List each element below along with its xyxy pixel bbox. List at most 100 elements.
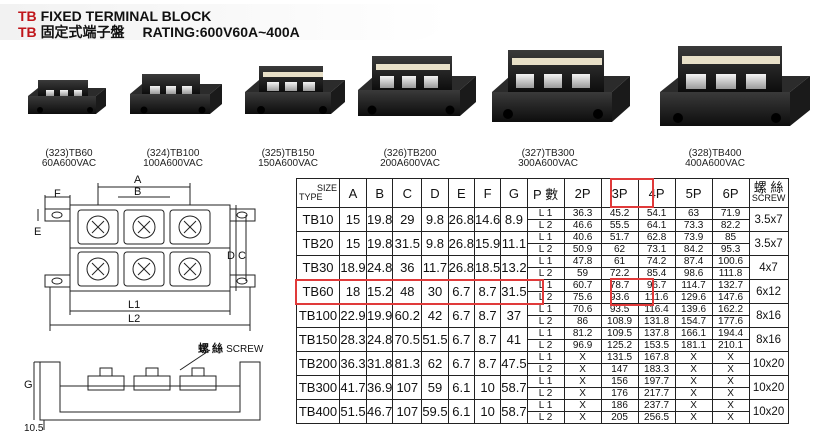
l1-value: X	[711, 351, 750, 364]
dim-cell: 24.8	[365, 327, 394, 352]
l2-value: 147	[600, 363, 639, 376]
l2-value: 147.6	[711, 291, 750, 304]
screw-cell: 8x16	[748, 303, 789, 328]
dim-cell: 58.7	[500, 399, 528, 424]
dim-cell: 46.7	[365, 399, 394, 424]
pole-col-6p: 6P	[711, 178, 750, 208]
model-cell: TB200	[296, 351, 340, 376]
l1-value: 70.6	[563, 303, 602, 316]
header-code: TB	[18, 8, 37, 24]
dim-cell: 59.5	[421, 399, 449, 424]
dim-cell: 51.5	[339, 399, 367, 424]
l1-value: 167.8	[637, 351, 676, 364]
side-view-drawing	[33, 349, 261, 430]
dim-cell: 58.7	[500, 375, 528, 400]
dim-cell: 31.5	[392, 231, 423, 256]
dim-cell: 8.7	[473, 351, 502, 376]
dim-cell: 6.7	[447, 303, 475, 328]
l1-value: X	[563, 399, 602, 412]
header-line-2: TB 固定式端子盤 RATING:600V60A~400A	[18, 24, 300, 40]
l1-value: 132.7	[711, 279, 750, 292]
l1-value: X	[711, 399, 750, 412]
l1-value: 45.2	[600, 207, 639, 220]
dim-cell: 107	[392, 399, 423, 424]
l2-label: L 2	[526, 267, 565, 280]
l2-value: 154.7	[674, 315, 713, 328]
dim-cell: 36.3	[339, 351, 367, 376]
dim-cell: 36	[392, 255, 423, 280]
l1-value: 194.4	[711, 327, 750, 340]
l1-value: 100.6	[711, 255, 750, 268]
top-view-drawing	[37, 183, 256, 331]
l2-value: 73.3	[674, 219, 713, 232]
header-rating: RATING:600V60A~400A	[142, 24, 300, 40]
dim-cell: 36.9	[365, 375, 394, 400]
highlight-tb60-row	[295, 279, 544, 305]
product-caption-5: (327)TB300 300A600VAC	[493, 149, 603, 169]
screw-header-en: SCREW	[751, 193, 786, 203]
dim-cell: 48	[392, 279, 423, 304]
dim-cell: 42	[421, 303, 449, 328]
l1-label: L 1	[526, 207, 565, 220]
dim-label-l2: L2	[128, 313, 141, 325]
dim-cell: 60.2	[392, 303, 423, 328]
dim-cell: 62	[421, 351, 449, 376]
l2-value: 86	[563, 315, 602, 328]
l1-value: 73.9	[674, 231, 713, 244]
product-rating: 100A600VAC	[143, 158, 203, 169]
l2-value: 95.3	[711, 243, 750, 256]
l1-value: 109.5	[600, 327, 639, 340]
l1-label: L 1	[526, 399, 565, 412]
model-cell: TB20	[296, 231, 340, 256]
dim-cell: 47.5	[500, 351, 528, 376]
product-photo-tb200	[358, 56, 476, 116]
l1-value: 54.1	[637, 207, 676, 220]
l2-label: L 2	[526, 243, 565, 256]
model-cell: TB400	[296, 399, 340, 424]
dim-cell: 29	[392, 207, 423, 232]
model-cell: TB60	[296, 279, 340, 304]
page-header: TB FIXED TERMINAL BLOCK TB 固定式端子盤 RATING…	[18, 8, 300, 40]
l1-value: 71.9	[711, 207, 750, 220]
product-caption-4: (326)TB200 200A600VAC	[355, 149, 465, 169]
product-code: (327)TB300	[521, 148, 575, 159]
l1-label: L 1	[526, 327, 565, 340]
model-cell: TB10	[296, 207, 340, 232]
dim-label-b: B	[134, 186, 142, 198]
l2-value: X	[711, 363, 750, 376]
dim-cell: 8.7	[473, 327, 502, 352]
l1-value: X	[563, 375, 602, 388]
screw-cell: 10x20	[748, 375, 789, 400]
dim-header-e: E	[447, 178, 475, 208]
dim-cell: 26.8	[447, 207, 475, 232]
model-cell: TB100	[296, 303, 340, 328]
model-cell: TB150	[296, 327, 340, 352]
l2-value: 217.7	[637, 387, 676, 400]
pole-col-2p: 2P	[563, 178, 602, 208]
l2-value: X	[674, 387, 713, 400]
l1-value: 60.7	[563, 279, 602, 292]
l1-value: 156	[600, 375, 639, 388]
diag-size-label: SIZE	[316, 183, 337, 193]
l2-value: 73.1	[637, 243, 676, 256]
l2-value: 256.5	[637, 411, 676, 424]
screw-cell: 8x16	[748, 327, 789, 352]
dim-label-a: A	[134, 174, 142, 186]
dim-cell: 15	[339, 231, 367, 256]
dim-cell: 26.8	[447, 231, 475, 256]
dim-cell: 19.8	[365, 231, 394, 256]
dim-cell: 6.1	[447, 399, 475, 424]
product-photo-tb400	[660, 46, 810, 126]
dim-cell: 18.5	[473, 255, 502, 280]
dim-cell: 8.7	[473, 303, 502, 328]
